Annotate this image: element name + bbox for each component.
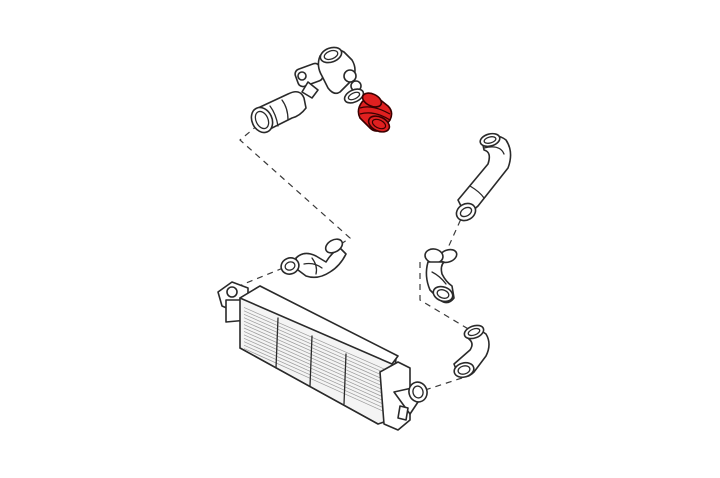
hose-clamp-intercooler-outlet [408,381,428,403]
upper-intake-hose [250,46,365,134]
fin-line [243,307,390,372]
leader-line-left-hose [233,267,284,289]
right-lower-hose [453,324,490,379]
fin-line [243,317,389,383]
fin-line [243,348,387,413]
fin-line [243,327,389,393]
right-upper-hose [455,132,512,222]
upper-connector-sleeve [357,92,393,133]
intercooler [217,281,428,431]
right-middle-hose [424,248,458,304]
leader-line-right-upper [446,209,466,251]
fin-line [243,331,388,396]
leader-line-upper-left [239,124,351,251]
fin-line [243,310,390,376]
fin-line [243,320,389,386]
intercooler-fins [243,307,390,413]
leader-line-right-middle [419,262,471,331]
fin-line [243,344,387,410]
left-lower-hose [280,238,347,279]
fin-line [243,324,389,389]
fin-line [243,341,388,407]
fin-line [243,313,390,379]
leader-line-right-lower [424,377,463,391]
hose-clamp-left-lower [280,257,300,275]
fin-line [243,337,388,403]
fin-line [243,334,388,400]
bolt-icon [343,69,357,83]
